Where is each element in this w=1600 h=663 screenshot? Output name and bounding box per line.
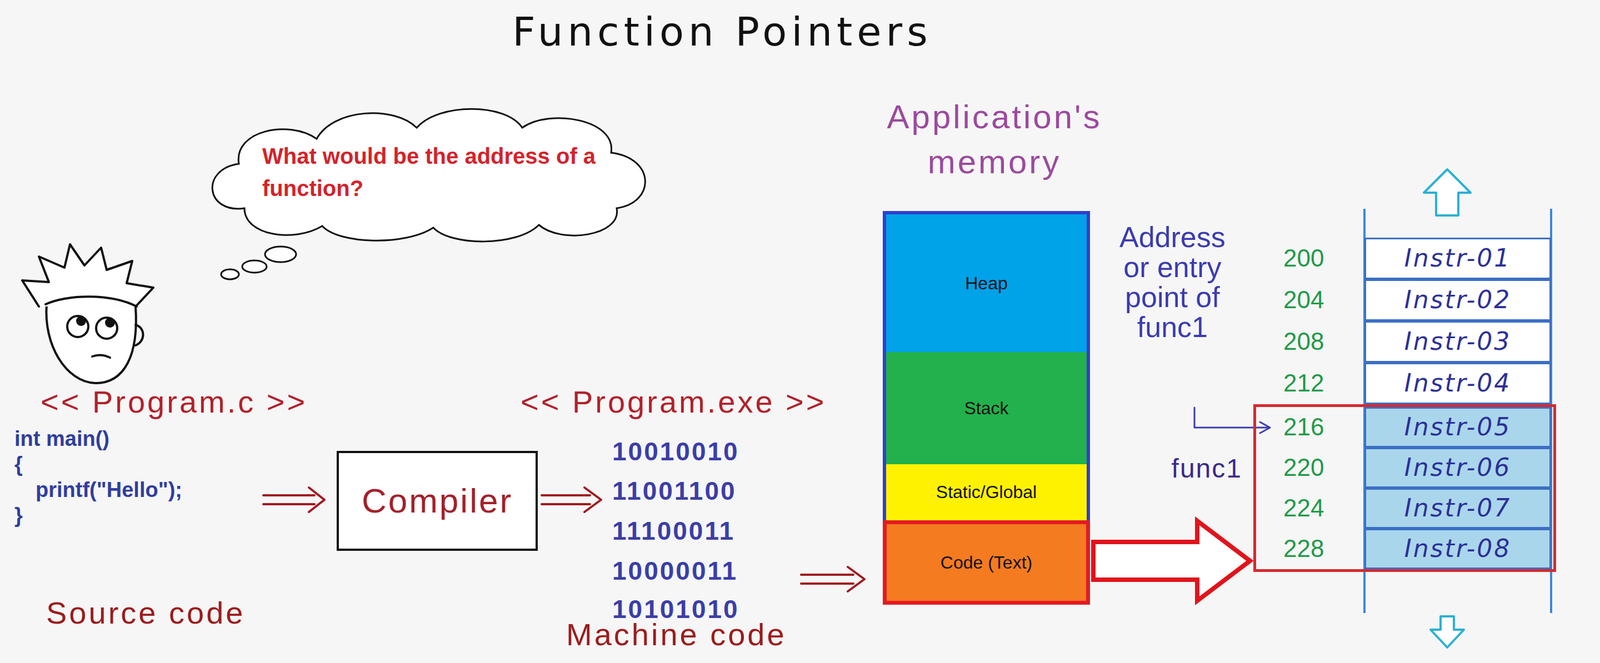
file-name: << Program.exe >> <box>520 383 827 421</box>
address-number: 200 <box>1283 243 1324 274</box>
node-text: Instr-01 <box>1404 243 1512 274</box>
entry-leader <box>1194 407 1270 434</box>
node-text: Heap <box>965 272 1008 294</box>
node-text: Instr-04 <box>1404 368 1512 399</box>
node-heading: func1 <box>1136 452 1243 485</box>
compiler-box: Compiler <box>336 451 538 552</box>
address-number: 228 <box>1283 534 1324 564</box>
node-text: Static/Global <box>936 481 1037 503</box>
binary-word: 11100011 <box>612 516 735 547</box>
caption-note: Machine code <box>566 617 787 653</box>
application-memory: Application's memoryHeapStackStatic/Glob… <box>838 94 1150 609</box>
block-arrow <box>1093 521 1250 602</box>
source-line: printf("Hello"); <box>35 477 183 504</box>
down-arrow <box>1430 616 1464 648</box>
node-text: Code (Text) <box>940 552 1033 574</box>
cloud-shape <box>212 108 645 242</box>
node-text: Stack <box>963 397 1009 419</box>
static-global-segment: Static/Global <box>886 464 1087 521</box>
node-text: Instr-05 <box>1404 412 1512 443</box>
instruction-cell: Instr-03 <box>1364 321 1552 363</box>
instruction-cell: Instr-02 <box>1364 279 1552 322</box>
file-name: << Program.c >> <box>40 383 308 421</box>
up-arrow <box>1423 169 1471 216</box>
heap-segment: Heap <box>886 214 1087 353</box>
node-text: Instr-03 <box>1404 327 1512 357</box>
address-number: 224 <box>1283 493 1324 524</box>
node-text: Instr-02 <box>1404 285 1512 315</box>
stack-segment: Stack <box>886 352 1087 465</box>
node-text: What would be the address of a function? <box>262 140 618 205</box>
address-number: 220 <box>1283 453 1324 483</box>
title: Function Pointers <box>444 7 1000 56</box>
node-text: Instr-08 <box>1404 534 1512 564</box>
node-heading: Application's memory <box>855 94 1134 185</box>
source-line: { <box>14 452 23 478</box>
binary-word: 10010010 <box>612 436 740 468</box>
node-text: Instr-06 <box>1404 453 1512 483</box>
code-text-segment: Code (Text) <box>882 520 1090 605</box>
instruction-cell: Instr-08 <box>1364 528 1552 570</box>
node-text: Instr-07 <box>1404 493 1512 524</box>
cartoon-face <box>22 244 154 384</box>
address-number: 216 <box>1283 412 1324 443</box>
instruction-cell: Instr-07 <box>1364 488 1552 529</box>
thought-bubbles <box>221 246 297 280</box>
address-number: 204 <box>1283 285 1324 315</box>
memory-column-lines <box>1364 208 1552 614</box>
cloud-outline <box>183 97 664 248</box>
instruction-cell: Instr-04 <box>1364 362 1552 405</box>
node-text: Compiler <box>361 480 513 522</box>
thought-cloud: What would be the address of a function? <box>183 97 664 248</box>
source-line: int main() <box>14 426 110 453</box>
instruction-cell: Instr-05 <box>1364 407 1552 448</box>
instruction-cell: Instr-01 <box>1364 237 1552 280</box>
address-number: 208 <box>1283 327 1324 357</box>
entry-point-note: Address or entry point of func1 <box>1119 222 1226 343</box>
source-line: } <box>14 503 23 529</box>
instruction-cell: Instr-06 <box>1364 447 1552 489</box>
caption-note: Source code <box>46 594 245 632</box>
address-number: 212 <box>1283 368 1324 399</box>
binary-word: 10000011 <box>612 556 738 587</box>
binary-word: 11001100 <box>612 476 737 507</box>
